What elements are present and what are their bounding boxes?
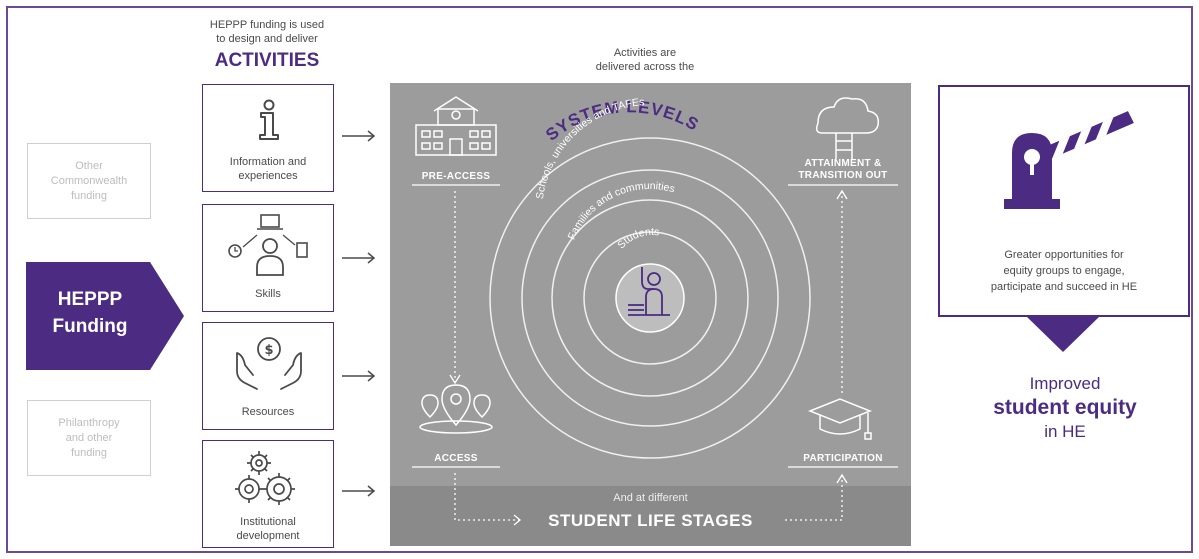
other-line2: Commonwealth [50,174,128,187]
skills-icon [228,214,308,276]
svg-text:$: $ [264,343,273,358]
activities-intro: HEPPP funding is used to design and deli… [182,18,352,46]
system-levels-rings: SYSTEM LEVELS Schools, universities and … [412,96,898,526]
delivered-line1: Activities are [613,47,677,59]
activities-intro-line1: HEPPP funding is used [209,19,325,31]
student-equity-line: student equity [993,396,1137,419]
improved-equity: Improved student equity in HE [940,372,1190,444]
heppp-funding-arrow: HEPPP Funding [26,262,184,370]
outcome-line2: equity groups to engage, [1003,265,1125,277]
resources-icon: $ [236,337,302,390]
other-commonwealth-funding-box: Other Commonwealth funding [27,143,151,219]
arrow-institutional [342,485,376,497]
attainment-line2: TRANSITION OUT [798,170,888,181]
arrow-skills [342,252,376,264]
skills-label: Skills [255,288,281,300]
dotted-life-stages-to-participation [785,475,843,521]
info-label-line1: Information and [229,156,307,168]
student-icon [628,267,670,316]
location-pins-icon [419,384,493,434]
stage-participation: PARTICIPATION [803,453,883,464]
arrow-information [342,130,376,142]
resources-label: Resources [241,406,295,418]
outcome-line3: participate and succeed in HE [990,281,1138,293]
activity-skills: Skills [202,204,334,312]
outcome-box: Greater opportunities for equity groups … [938,85,1190,317]
other-line3: funding [70,189,108,202]
attainment-line1: ATTAINMENT & [804,158,882,169]
delivered-line2: delivered across the [595,61,695,73]
stage-pre-access: PRE-ACCESS [421,171,491,182]
heppp-line2: Funding [52,316,128,337]
activities-title: ACTIVITIES [214,50,320,71]
life-stages-band [390,486,911,546]
life-stages-title: STUDENT LIFE STAGES [548,511,753,530]
delivered-across: Activities are delivered across the [560,46,730,74]
info-label-line2: experiences [238,170,298,182]
philanthropy-line2: and other [65,431,113,444]
in-he-line: in HE [1044,422,1086,441]
gears-icon [235,451,295,505]
improved-line: Improved [1029,374,1101,393]
philanthropy-line1: Philanthropy [58,416,120,429]
outcome-line1: Greater opportunities for [1004,249,1124,261]
heppp-label: HEPPP Funding [26,286,154,340]
cloud-ladder-icon [815,97,880,159]
activity-information: Information and experiences [202,84,334,192]
school-building-icon [415,96,497,156]
activities-intro-line2: to design and deliver [216,33,318,45]
dotted-access-to-life-stages [454,473,520,521]
outcome-text: Greater opportunities for equity groups … [940,247,1188,295]
stage-attainment: ATTAINMENT & TRANSITION OUT [786,158,900,182]
heppp-line1: HEPPP [57,289,123,310]
stage-access: ACCESS [434,453,478,464]
info-icon [259,99,279,140]
institutional-label-line2: development [236,530,300,542]
activity-resources: $ Resources [202,322,334,430]
life-stages-subtitle: And at different [613,492,688,504]
graduation-cap-icon [807,398,873,440]
system-levels-panel: SYSTEM LEVELS Schools, universities and … [390,83,911,546]
outcome-down-arrow [1026,316,1100,352]
barrier-gate-icon [1004,111,1134,209]
activity-institutional: Institutional development [202,440,334,548]
arrow-resources [342,370,376,382]
other-line1: Other [75,159,103,172]
institutional-label-line1: Institutional [240,516,296,528]
philanthropy-funding-box: Philanthropy and other funding [27,400,151,476]
philanthropy-line3: funding [70,446,108,459]
